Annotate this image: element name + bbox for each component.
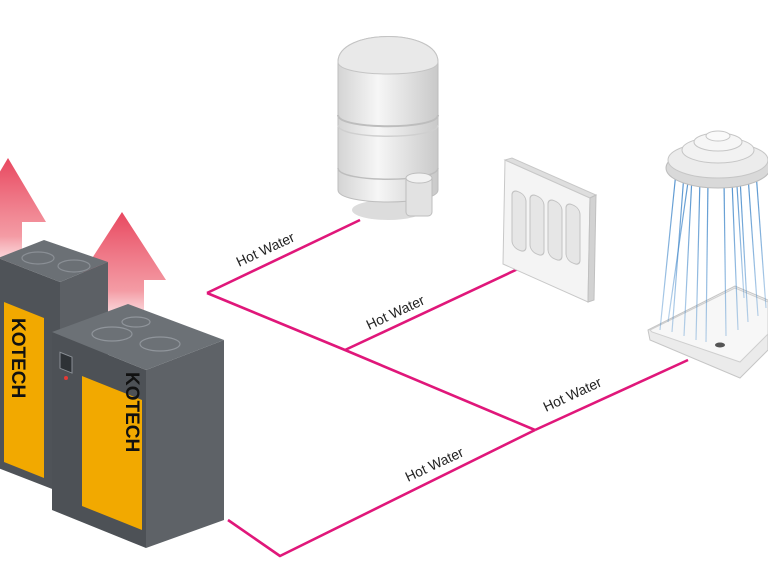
control-display — [59, 351, 73, 374]
heat-pump-unit-front: KOTECH — [52, 304, 224, 548]
pipe-label-shower: Hot Water — [541, 374, 605, 415]
pipe-to-tank — [206, 218, 361, 295]
pipe-main-supply — [227, 428, 536, 558]
brand-label-back: KOTECH — [7, 318, 28, 398]
front-panel-accent — [82, 376, 142, 530]
wall-radiator-panel — [502, 157, 598, 303]
rain-shower — [647, 130, 768, 379]
pipe-to-radiator — [344, 266, 521, 352]
brand-label-front: KOTECH — [121, 372, 142, 452]
hot-water-storage-tank — [337, 36, 439, 220]
pipe-network — [206, 218, 689, 558]
status-led — [64, 376, 68, 380]
pipe-to-shower — [534, 358, 689, 432]
pipe-branch-trunk — [206, 291, 536, 432]
pipe-label-tank: Hot Water — [234, 229, 298, 270]
shower-water-streams — [659, 167, 767, 343]
